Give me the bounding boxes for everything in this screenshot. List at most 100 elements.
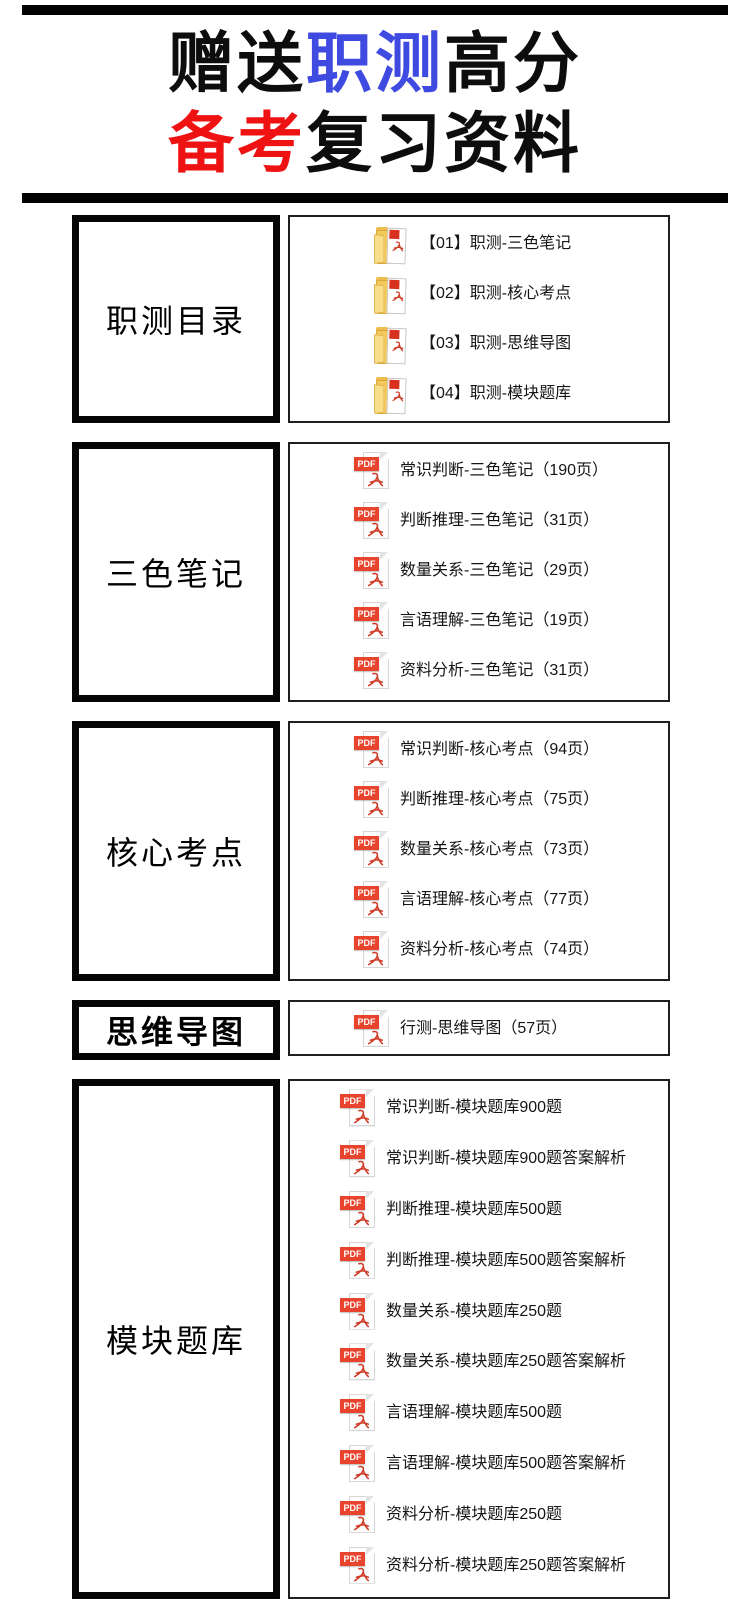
- pdf-banner-label: PDF: [354, 736, 379, 750]
- file-name: 常识判断-三色笔记（190页）: [400, 462, 609, 479]
- file-item[interactable]: PDF 数量关系-核心考点（73页）: [290, 827, 668, 877]
- file-item[interactable]: PDF 言语理解-三色笔记（19页）: [290, 598, 668, 648]
- file-item[interactable]: PDF 常识判断-模块题库900题答案解析: [290, 1136, 668, 1187]
- pdf-banner-label: PDF: [340, 1500, 365, 1515]
- file-item[interactable]: PDF 数量关系-模块题库250题: [290, 1288, 668, 1339]
- pdf-file-icon: PDF: [354, 651, 390, 695]
- file-item[interactable]: PDF 资料分析-三色笔记（31页）: [290, 648, 668, 698]
- file-item[interactable]: 【01】职测-三色笔记: [290, 221, 668, 271]
- pdf-file-icon: PDF: [354, 930, 390, 974]
- section-label: 三色笔记: [105, 556, 246, 592]
- file-name: 判断推理-三色笔记（31页）: [400, 512, 600, 529]
- file-item[interactable]: PDF 行测-思维导图（57页）: [290, 1006, 668, 1056]
- pdf-file-icon: PDF: [354, 1009, 390, 1053]
- pdf-file-icon: PDF: [340, 1241, 376, 1285]
- section-label: 思维导图: [105, 1014, 246, 1050]
- file-name: 言语理解-模块题库500题答案解析: [386, 1454, 627, 1472]
- section-row: 职测目录 【01】职测-三色笔记 【02】职测-核心考点: [72, 215, 750, 423]
- top-divider-bar: [22, 5, 728, 15]
- acrobat-swirl-icon: [353, 1567, 370, 1581]
- acrobat-swirl-icon: [367, 522, 384, 537]
- pdf-banner-label: PDF: [340, 1094, 365, 1109]
- file-name: 资料分析-三色笔记（31页）: [400, 662, 600, 679]
- acrobat-swirl-icon: [353, 1211, 370, 1226]
- file-name: 言语理解-三色笔记（19页）: [400, 612, 600, 629]
- acrobat-swirl-icon: [353, 1262, 370, 1277]
- file-list-panel: PDF 常识判断-模块题库900题 PDF 常识判断-模块题库900题答案解析 …: [288, 1079, 670, 1599]
- pdf-file-icon: PDF: [354, 780, 390, 824]
- pdf-banner-label: PDF: [340, 1195, 365, 1210]
- pdf-file-icon: PDF: [354, 551, 390, 595]
- file-name: 常识判断-模块题库900题: [386, 1099, 563, 1117]
- title-segment: 赠送: [168, 26, 306, 100]
- file-name: 【02】职测-核心考点: [420, 285, 572, 302]
- file-name: 【03】职测-思维导图: [420, 335, 572, 352]
- section-row: 模块题库 PDF 常识判断-模块题库900题 PDF 常识判断-模块题库900题…: [72, 1079, 750, 1599]
- file-item[interactable]: PDF 判断推理-模块题库500题答案解析: [290, 1237, 668, 1288]
- file-name: 常识判断-模块题库900题答案解析: [386, 1150, 627, 1168]
- section-label: 职测目录: [105, 303, 246, 339]
- file-item[interactable]: PDF 言语理解-模块题库500题答案解析: [290, 1441, 668, 1492]
- file-name: 判断推理-模块题库500题答案解析: [386, 1251, 627, 1269]
- file-item[interactable]: 【04】职测-模块题库: [290, 371, 668, 421]
- acrobat-swirl-icon: [367, 472, 384, 487]
- file-name: 资料分析-模块题库250题: [386, 1505, 563, 1523]
- acrobat-swirl-icon: [367, 672, 384, 687]
- pdf-file-icon: PDF: [340, 1495, 376, 1539]
- pdf-file-icon: PDF: [340, 1088, 376, 1132]
- file-name: 行测-思维导图（57页）: [400, 1020, 568, 1037]
- file-item[interactable]: PDF 常识判断-核心考点（94页）: [290, 727, 668, 777]
- acrobat-swirl-icon: [367, 901, 384, 916]
- acrobat-swirl-icon: [392, 291, 404, 302]
- file-item[interactable]: 【03】职测-思维导图: [290, 321, 668, 371]
- file-item[interactable]: PDF 判断推理-核心考点（75页）: [290, 777, 668, 827]
- file-item[interactable]: PDF 常识判断-模块题库900题: [290, 1085, 668, 1136]
- file-item[interactable]: 【02】职测-核心考点: [290, 271, 668, 321]
- acrobat-swirl-icon: [353, 1313, 370, 1327]
- file-name: 常识判断-核心考点（94页）: [400, 741, 600, 758]
- file-item[interactable]: PDF 常识判断-三色笔记（190页）: [290, 448, 668, 498]
- file-name: 数量关系-三色笔记（29页）: [400, 562, 600, 579]
- file-name: 资料分析-核心考点（74页）: [400, 941, 600, 958]
- title-segment: 备考: [168, 106, 306, 180]
- pdf-folder-icon: [374, 325, 410, 367]
- file-name: 数量关系-核心考点（73页）: [400, 841, 600, 858]
- pdf-banner-label: PDF: [354, 786, 379, 800]
- pdf-file-icon: PDF: [354, 601, 390, 645]
- file-item[interactable]: PDF 数量关系-模块题库250题答案解析: [290, 1339, 668, 1390]
- acrobat-swirl-icon: [353, 1110, 370, 1124]
- section-row: 核心考点 PDF 常识判断-核心考点（94页） PDF 判断推理-核心考点（75…: [72, 721, 750, 981]
- file-item[interactable]: PDF 判断推理-三色笔记（31页）: [290, 498, 668, 548]
- file-name: 数量关系-模块题库250题: [386, 1302, 563, 1320]
- section-label-box: 三色笔记: [72, 442, 280, 702]
- file-item[interactable]: PDF 言语理解-模块题库500题: [290, 1390, 668, 1441]
- pdf-file-icon: PDF: [354, 880, 390, 924]
- acrobat-swirl-icon: [353, 1465, 370, 1480]
- file-name: 【04】职测-模块题库: [420, 385, 572, 402]
- acrobat-swirl-icon: [367, 851, 384, 866]
- acrobat-swirl-icon: [367, 951, 384, 966]
- pdf-folder-icon: [374, 375, 410, 417]
- pdf-folder-icon: [374, 275, 410, 317]
- acrobat-swirl-icon: [392, 341, 404, 352]
- file-name: 判断推理-模块题库500题: [386, 1200, 563, 1218]
- acrobat-swirl-icon: [367, 1030, 384, 1045]
- section-row: 思维导图 PDF 行测-思维导图（57页）: [72, 1000, 750, 1060]
- file-item[interactable]: PDF 资料分析-模块题库250题答案解析: [290, 1542, 668, 1593]
- file-item[interactable]: PDF 资料分析-模块题库250题: [290, 1491, 668, 1542]
- file-item[interactable]: PDF 言语理解-核心考点（77页）: [290, 877, 668, 927]
- file-item[interactable]: PDF 数量关系-三色笔记（29页）: [290, 548, 668, 598]
- pdf-file-icon: PDF: [354, 730, 390, 774]
- pdf-file-icon: PDF: [340, 1546, 376, 1590]
- header-divider-bar: [22, 193, 728, 203]
- file-item[interactable]: PDF 资料分析-核心考点（74页）: [290, 927, 668, 977]
- file-list-panel: PDF 常识判断-核心考点（94页） PDF 判断推理-核心考点（75页） PD…: [288, 721, 670, 981]
- pdf-banner-label: PDF: [354, 507, 379, 521]
- pdf-banner-label: PDF: [340, 1399, 365, 1414]
- file-list-panel: 【01】职测-三色笔记 【02】职测-核心考点 【03】职测-思维导图: [288, 215, 670, 423]
- pdf-banner-label: PDF: [340, 1551, 365, 1566]
- pdf-file-icon: PDF: [354, 830, 390, 874]
- file-item[interactable]: PDF 判断推理-模块题库500题: [290, 1187, 668, 1238]
- acrobat-swirl-icon: [367, 572, 384, 587]
